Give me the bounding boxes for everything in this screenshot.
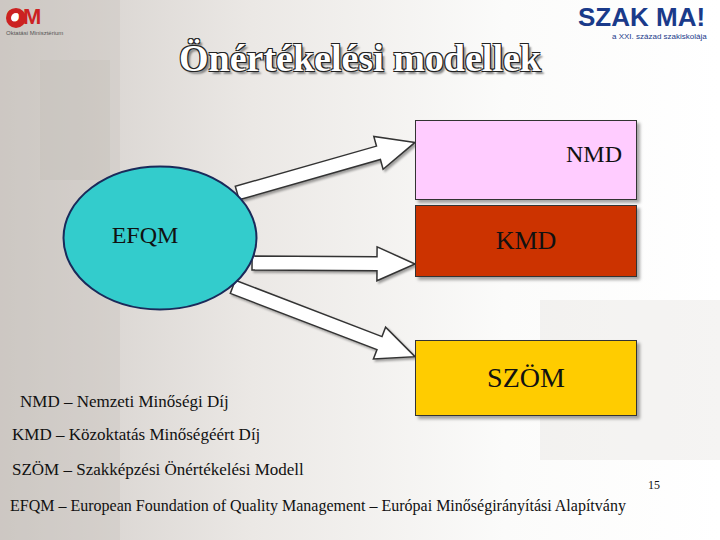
model-box: SZÖM bbox=[415, 340, 637, 416]
abbreviation-note: SZÖM – Szakképzési Önértékelési Modell bbox=[12, 460, 304, 480]
logo-subtext: a XXI. század szakiskolája bbox=[612, 32, 707, 41]
block-arrow bbox=[252, 247, 415, 281]
node-text: SZÖM bbox=[487, 362, 565, 394]
award-box: NMD bbox=[415, 120, 637, 200]
award-box: KMD bbox=[415, 205, 637, 277]
node-text: NMD bbox=[566, 141, 622, 168]
photo-shape bbox=[40, 60, 110, 180]
model-ellipse: EFQM bbox=[62, 165, 258, 311]
slide-number: 15 bbox=[648, 478, 660, 493]
block-arrow bbox=[235, 137, 415, 200]
abbreviation-note: NMD – Nemzeti Minőségi Díj bbox=[20, 392, 229, 412]
abbreviation-note: EFQM – European Foundation of Quality Ma… bbox=[10, 497, 626, 515]
logo-subtext: Oktatási Minisztérium bbox=[6, 30, 63, 36]
block-arrow bbox=[230, 280, 415, 359]
abbreviation-note: KMD – Közoktatás Minőségéért Díj bbox=[12, 425, 260, 445]
ellipse-shape bbox=[64, 167, 257, 310]
slide-title: Önértékelési modellek bbox=[0, 36, 720, 80]
logo-text: OM bbox=[6, 4, 41, 30]
node-text: KMD bbox=[496, 226, 557, 256]
logo-text: SZAK MA! bbox=[578, 2, 705, 33]
node-text: EFQM bbox=[112, 222, 179, 249]
